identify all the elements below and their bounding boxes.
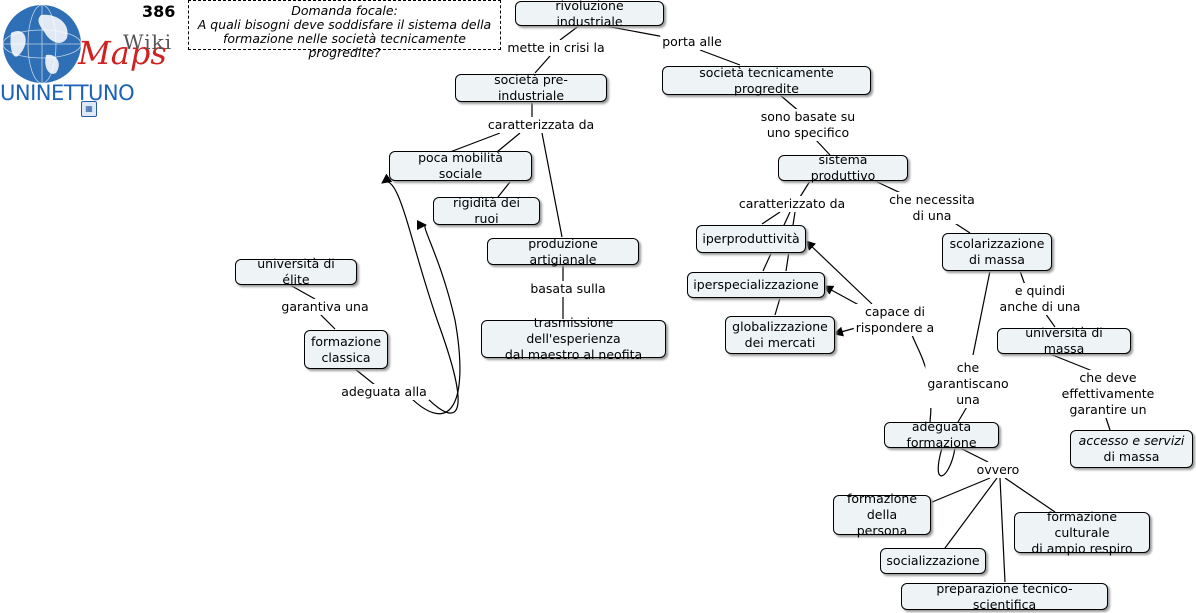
- link-caratterizzata-da: caratterizzata da: [485, 117, 597, 133]
- link-line: [319, 313, 336, 330]
- link-arrow: [805, 240, 873, 305]
- concept-map-icon[interactable]: ▦: [81, 101, 97, 117]
- concept-accesso-servizi-line2: di massa: [1103, 449, 1160, 464]
- link-adeguata-alla: adeguata alla: [339, 384, 429, 400]
- link-curve: [937, 447, 956, 477]
- link-line: [599, 24, 671, 39]
- concept-formazione-culturale[interactable]: formazione culturale di ampio respiro: [1014, 509, 1150, 556]
- link-line: [449, 132, 501, 153]
- link-sono-basate: sono basate su uno specifico: [758, 109, 858, 141]
- concept-trasmissione-esperienza[interactable]: trasmissione dell'esperienza dal maestro…: [481, 315, 666, 362]
- link-line: [924, 477, 991, 506]
- concept-universita-di-massa[interactable]: università di massa: [997, 325, 1131, 356]
- concept-societa-pre-industriale[interactable]: società pre-industriale: [455, 72, 607, 103]
- logo-university: UNINETTUNO: [0, 81, 135, 105]
- concept-accesso-servizi[interactable]: accesso e servizi di massa: [1070, 430, 1193, 468]
- concept-sistema-produttivo[interactable]: sistema produttivo: [778, 152, 908, 183]
- globe-icon: [2, 4, 82, 84]
- concept-globalizzazione-mercati[interactable]: globalizzazione dei mercati: [725, 316, 835, 354]
- link-line: [541, 132, 563, 238]
- link-line: [814, 138, 831, 156]
- concept-scolarizzazione-di-massa[interactable]: scolarizzazione di massa: [942, 233, 1052, 271]
- concept-iperproduttivita[interactable]: iperproduttività: [696, 225, 806, 253]
- link-line: [774, 297, 781, 316]
- link-caratterizzato-da: caratterizzato da: [736, 196, 848, 212]
- concept-produzione-artigianale[interactable]: produzione artigianale: [487, 236, 639, 267]
- link-line: [999, 477, 1006, 583]
- link-line: [496, 132, 521, 153]
- concept-formazione-persona[interactable]: formazione della persona: [833, 491, 931, 538]
- link-line: [799, 180, 811, 198]
- link-garantiva-una: garantiva una: [279, 299, 371, 315]
- link-line: [972, 270, 991, 356]
- concept-rivoluzione-industriale[interactable]: rivoluzione industriale: [515, 0, 664, 29]
- link-line: [534, 55, 551, 74]
- link-basata-sulla: basata sulla: [528, 281, 608, 297]
- link-che-garantiscano: che garantiscano una: [925, 360, 1011, 408]
- concept-rigidita-dei-ruoi[interactable]: rigidità dei ruoi: [433, 195, 540, 226]
- concept-formazione-classica[interactable]: formazione classica: [304, 330, 388, 369]
- logo-wiki: Wiki: [123, 30, 173, 54]
- concept-iperspecializzazione[interactable]: iperspecializzazione: [687, 272, 825, 298]
- logo-maps: Maps: [78, 34, 167, 72]
- concept-socializzazione[interactable]: socializzazione: [880, 548, 986, 574]
- link-e-quindi: e quindi anche di una: [997, 283, 1083, 315]
- link-line: [1004, 477, 1056, 513]
- concept-universita-di-elite[interactable]: università di élite: [235, 256, 357, 287]
- focal-question: Domanda focale: A quali bisogni deve sod…: [188, 0, 501, 60]
- link-che-necessita: che necessita di una: [887, 192, 977, 224]
- link-line: [497, 181, 511, 198]
- link-line: [1049, 353, 1096, 373]
- concept-adeguata-formazione[interactable]: adeguata formazione: [884, 419, 999, 450]
- concept-societa-progredite[interactable]: società tecnicamente progredite: [662, 65, 871, 96]
- link-line: [1044, 312, 1056, 328]
- link-porta-alle: porta alle: [660, 34, 724, 50]
- link-line: [354, 368, 376, 386]
- map-number: 386: [142, 2, 176, 21]
- link-line: [1019, 270, 1026, 286]
- concept-preparazione-tecnico-scientifica[interactable]: preparazione tecnico-scientifica: [901, 581, 1108, 612]
- concept-accesso-servizi-line1: accesso e servizi: [1078, 433, 1185, 448]
- link-mette-in-crisi: mette in crisi la: [505, 40, 607, 56]
- link-line: [559, 24, 581, 41]
- link-line: [944, 477, 998, 549]
- concept-poca-mobilita-sociale[interactable]: poca mobilità sociale: [389, 150, 532, 181]
- link-curve: [404, 220, 461, 415]
- link-line: [959, 447, 989, 463]
- link-curve: [381, 173, 459, 414]
- link-line: [289, 284, 316, 300]
- link-line: [699, 49, 741, 66]
- link-ovvero: ovvero: [974, 462, 1022, 478]
- link-capace-di: capace di rispondere a: [853, 304, 937, 336]
- link-line: [761, 211, 781, 225]
- link-che-deve: che deve effettivamente garantire un: [1059, 370, 1157, 418]
